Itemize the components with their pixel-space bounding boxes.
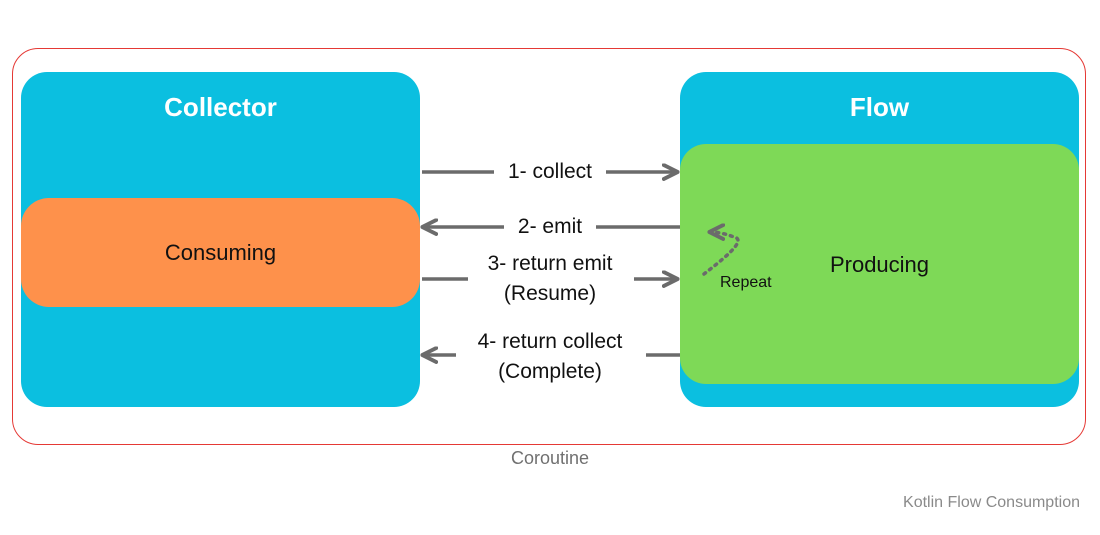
message-return-collect-text: 4- return collect xyxy=(477,330,623,353)
message-return-emit: 3- return emit (Resume) xyxy=(440,249,660,309)
message-emit-text: 2- emit xyxy=(517,215,583,238)
coroutine-container xyxy=(12,48,1086,445)
message-return-collect: 4- return collect (Complete) xyxy=(440,327,660,387)
repeat-label: Repeat xyxy=(720,274,772,291)
diagram-caption: Kotlin Flow Consumption xyxy=(903,494,1080,511)
consuming-label: Consuming xyxy=(164,239,277,265)
message-return-emit-text: 3- return emit xyxy=(487,252,613,275)
coroutine-label: Coroutine xyxy=(510,448,590,468)
flow-title: Flow xyxy=(849,92,910,122)
collector-panel: Collector Consuming xyxy=(21,72,420,407)
producing-label: Producing xyxy=(829,252,930,277)
message-collect: 1- collect xyxy=(440,157,660,187)
collector-title: Collector xyxy=(164,92,277,122)
repeat-loop-arrow xyxy=(702,232,740,276)
message-collect-text: 1- collect xyxy=(507,160,593,183)
consuming-box: Consuming xyxy=(21,198,420,307)
message-emit: 2- emit xyxy=(440,212,660,242)
producing-box: Producing Repeat xyxy=(680,144,1079,384)
flow-panel: Flow Producing Repeat xyxy=(680,72,1079,407)
message-return-collect-sub: (Complete) xyxy=(498,360,602,383)
message-return-emit-sub: (Resume) xyxy=(503,282,597,305)
